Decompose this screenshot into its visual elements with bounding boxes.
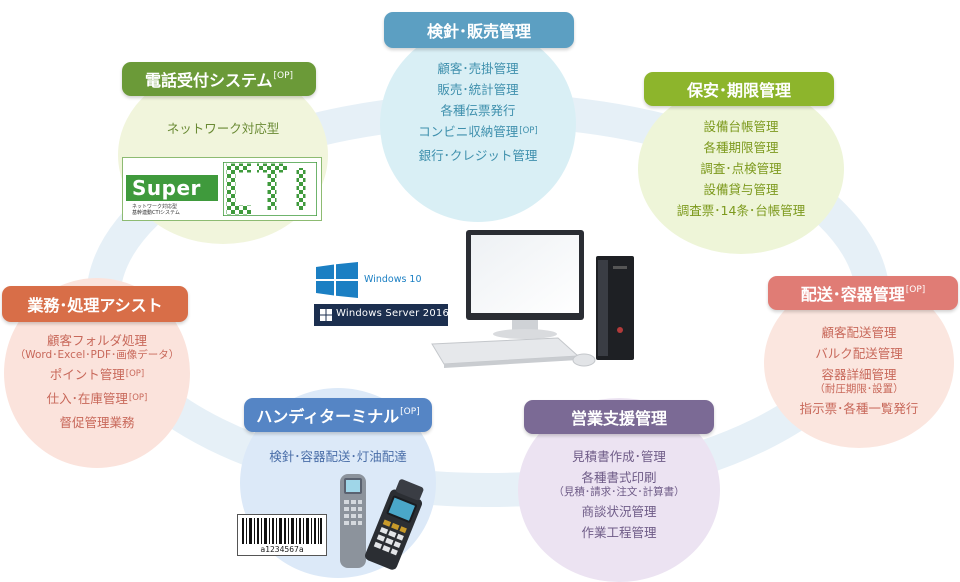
op-badge: [OP] xyxy=(128,393,148,403)
barcode-number: a1234567a xyxy=(260,545,304,554)
hoan-item: 各種期限管理 xyxy=(703,140,779,155)
op-badge: [OP] xyxy=(905,285,926,295)
haiso-item: 顧客配送管理 xyxy=(821,325,897,340)
gyomu-item: 督促管理業務 xyxy=(59,415,135,430)
windows-server-logo: Windows Server 2016 xyxy=(314,304,450,326)
gyomu-item: 顧客フォルダ処理 xyxy=(46,333,147,348)
hoan-title: 保安･期限管理 xyxy=(644,72,834,106)
gyomu-items: 顧客フォルダ処理 （Word･Excel･PDF･画像データ） ポイント管理[O… xyxy=(2,330,192,433)
kenshin-item: 販売･統計管理 xyxy=(437,82,519,97)
bubble-kenshin xyxy=(380,26,576,222)
barcode-icon: a1234567a xyxy=(237,514,327,556)
windows-server-label: Windows Server 2016 xyxy=(336,308,450,319)
eigyo-item: 商談状況管理 xyxy=(581,504,657,519)
haiso-item-sub: （耐圧期限･設置） xyxy=(814,383,904,395)
haiso-item: 指示票･各種一覧発行 xyxy=(799,401,919,416)
handy-title: ハンディターミナル[OP] xyxy=(244,398,432,432)
haiso-items: 顧客配送管理 バルク配送管理 容器詳細管理 （耐圧期限･設置） 指示票･各種一覧… xyxy=(764,322,954,419)
haiso-item: バルク配送管理 xyxy=(815,346,903,361)
eigyo-item: 作業工程管理 xyxy=(581,525,657,540)
hoan-item: 調査票･14条･台帳管理 xyxy=(676,203,806,218)
haiso-item: 容器詳細管理 xyxy=(821,367,897,382)
logo-line1: ネットワーク対応型 xyxy=(132,204,178,210)
gyomu-item-sub: （Word･Excel･PDF･画像データ） xyxy=(14,349,180,361)
bubble-hoan xyxy=(638,84,844,254)
op-badge: [OP] xyxy=(125,369,145,379)
kenshin-item: 銀行･クレジット管理 xyxy=(418,148,538,163)
kenshin-items: 顧客･売掛管理 販売･統計管理 各種伝票発行 コンビニ収納管理[OP] 銀行･ク… xyxy=(380,58,576,166)
op-badge: [OP] xyxy=(273,71,294,81)
cti-logo-graphic xyxy=(223,162,317,216)
desktop-computer-icon xyxy=(431,230,634,368)
kenshin-title: 検針･販売管理 xyxy=(384,12,574,48)
hoan-item: 設備貸与管理 xyxy=(703,182,779,197)
handy-items: 検針･容器配送･灯油配達 xyxy=(240,446,436,467)
haiso-title: 配送･容器管理[OP] xyxy=(768,276,958,310)
kenshin-item: 顧客･売掛管理 xyxy=(437,61,519,76)
handy-terminal-icon xyxy=(340,474,424,570)
gyomu-item: 仕入･在庫管理[OP] xyxy=(46,391,148,406)
eigyo-item: 各種書式印刷 xyxy=(581,470,657,485)
super-cti-logo: Super ネットワーク対応型 基幹連動CTIシステム xyxy=(122,157,322,221)
eigyo-item: 見積書作成･管理 xyxy=(572,449,666,464)
denwa-subtitle: ネットワーク対応型 xyxy=(166,121,280,136)
windows-icon xyxy=(320,309,332,321)
eigyo-title: 営業支援管理 xyxy=(524,400,714,434)
op-badge: [OP] xyxy=(519,126,538,136)
windows-icon xyxy=(316,262,358,298)
gyomu-title: 業務･処理アシスト xyxy=(2,286,188,322)
op-badge: [OP] xyxy=(400,407,420,417)
kenshin-item: コンビニ収納管理[OP] xyxy=(418,124,538,139)
hoan-items: 設備台帳管理 各種期限管理 調査･点検管理 設備貸与管理 調査票･14条･台帳管… xyxy=(638,116,844,221)
hoan-item: 調査･点検管理 xyxy=(700,161,782,176)
eigyo-item-sub: （見積･請求･注文･計算書） xyxy=(553,486,685,498)
windows-10-logo: Windows 10 xyxy=(316,262,422,302)
denwa-title: 電話受付システム[OP] xyxy=(122,62,316,96)
gyomu-item: ポイント管理[OP] xyxy=(49,367,145,382)
logo-word: Super xyxy=(132,176,201,200)
kenshin-item: 各種伝票発行 xyxy=(440,103,516,118)
logo-line2: 基幹連動CTIシステム xyxy=(132,210,180,216)
hoan-item: 設備台帳管理 xyxy=(703,119,779,134)
eigyo-items: 見積書作成･管理 各種書式印刷 （見積･請求･注文･計算書） 商談状況管理 作業… xyxy=(518,446,720,543)
windows-10-label: Windows 10 xyxy=(364,274,422,285)
handy-item: 検針･容器配送･灯油配達 xyxy=(269,449,407,464)
